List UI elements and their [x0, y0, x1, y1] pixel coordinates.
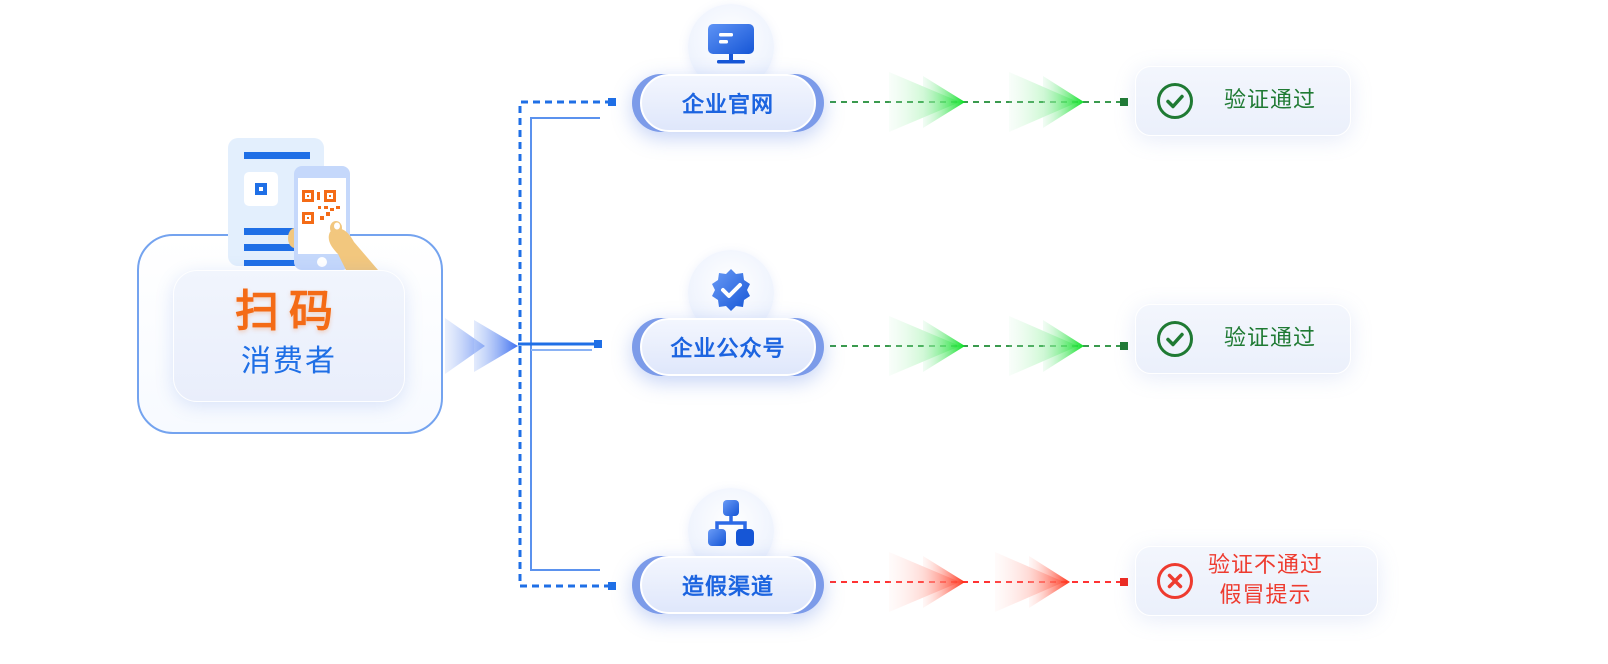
consumer-card — [173, 270, 405, 402]
result-card-fail: 验证不通过 假冒提示 — [1135, 546, 1378, 616]
bracket-end-top — [608, 98, 616, 106]
result-text-block: 验证不通过 假冒提示 — [1208, 551, 1323, 611]
result-text: 验证不通过 — [1208, 553, 1324, 578]
channel-node[interactable]: 造假渠道 — [632, 556, 824, 614]
monitor-icon — [708, 24, 754, 64]
channel-label: 造假渠道 — [640, 556, 816, 614]
result-card-pass: 验证通过 — [1135, 66, 1351, 136]
result-text: 验证通过 — [1224, 326, 1317, 351]
channel-node[interactable]: 企业公众号 — [632, 318, 824, 376]
flow-arrow — [923, 320, 965, 372]
channel-label: 企业公众号 — [640, 318, 816, 376]
result-card-pass: 验证通过 — [1135, 304, 1351, 374]
result-link-end-2 — [1120, 342, 1128, 350]
result-text: 验证通过 — [1224, 88, 1317, 113]
channel-node[interactable]: 企业官网 — [632, 74, 824, 132]
result-link-end-3 — [1120, 578, 1128, 586]
verified-badge-icon — [712, 269, 750, 311]
source-arrow-back — [445, 318, 485, 374]
flow-arrow — [1043, 76, 1084, 128]
channel-label: 企业官网 — [640, 74, 816, 132]
result-link-end-1 — [1120, 98, 1128, 106]
check-circle-icon — [1157, 83, 1193, 119]
flow-arrow — [923, 76, 965, 128]
bracket-end-bottom — [608, 582, 616, 590]
x-circle-icon — [1157, 563, 1193, 599]
source-arrow-front — [474, 320, 518, 372]
flow-arrow — [1029, 556, 1070, 608]
check-circle-icon — [1157, 321, 1193, 357]
middle-link-end — [594, 340, 602, 348]
flow-arrow — [923, 556, 965, 608]
result-subtext: 假冒提示 — [1219, 583, 1312, 608]
scan-qr-phone-icon — [228, 138, 378, 270]
org-chart-icon — [708, 500, 754, 546]
consumer-label: 消费者 — [241, 344, 337, 379]
scan-title: 扫码 — [235, 286, 343, 337]
flow-arrow — [1043, 320, 1084, 372]
